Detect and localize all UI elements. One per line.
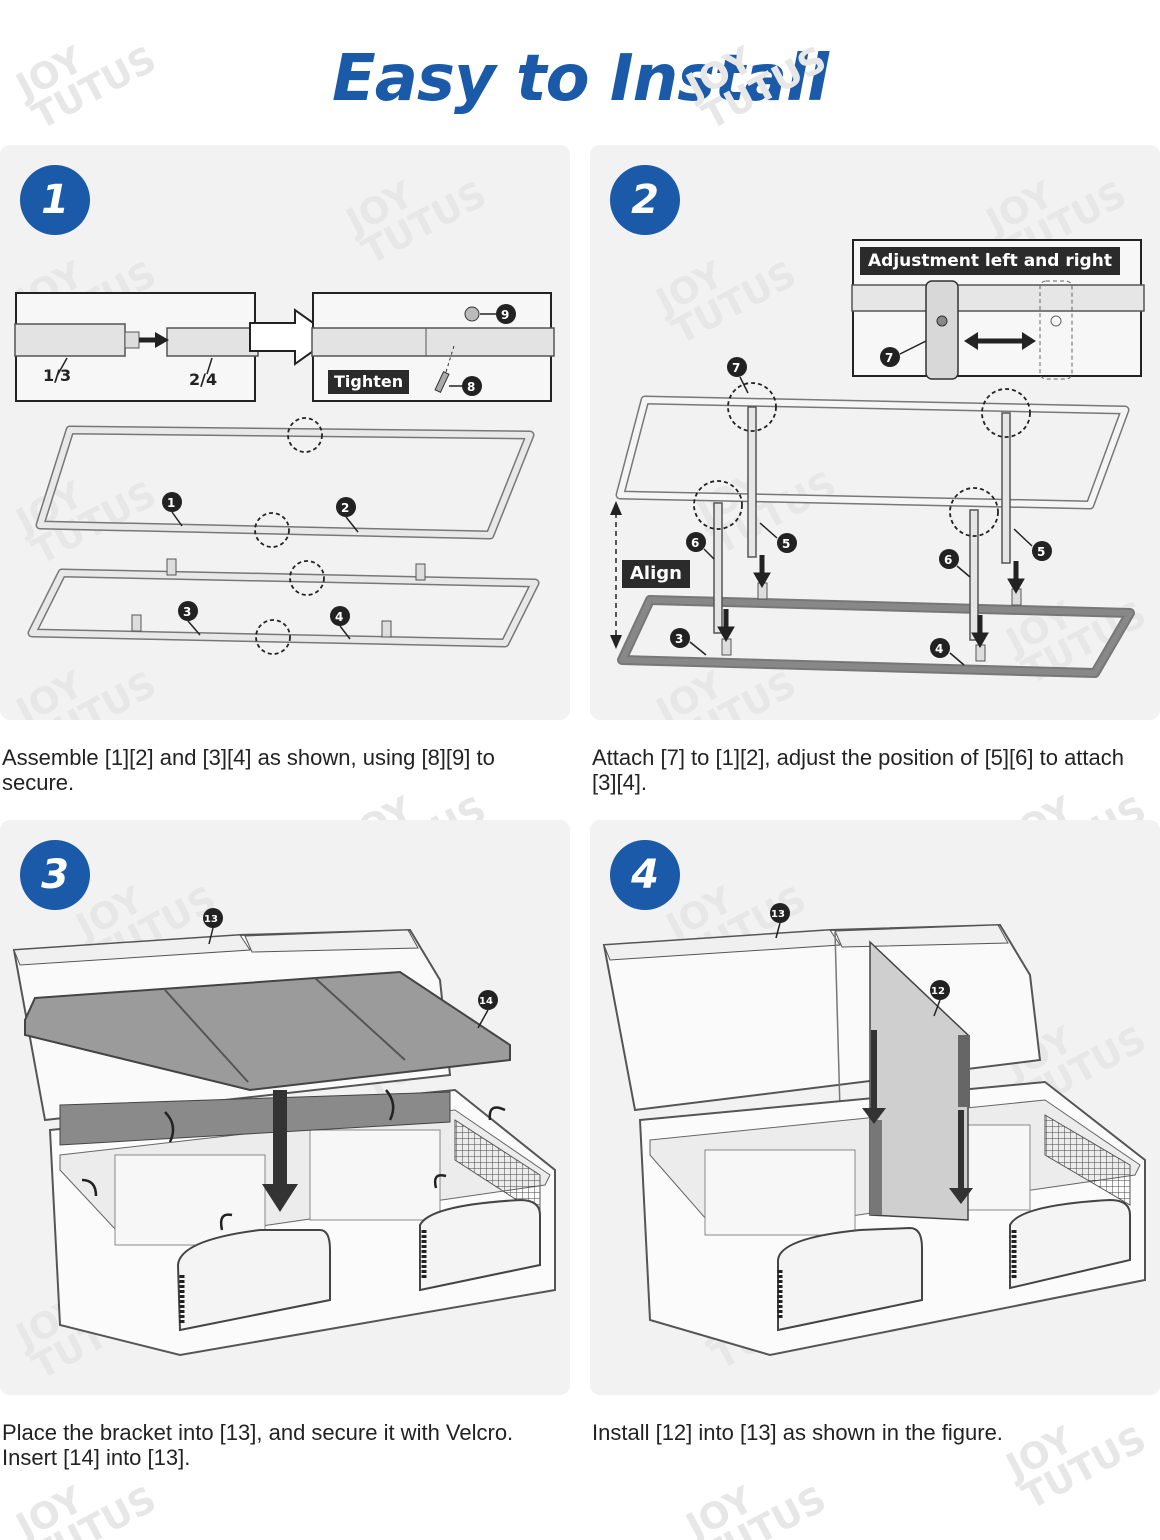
inset-tube-join: 1/3 2/4 (14, 292, 259, 402)
adjustment-label: Adjustment left and right (860, 247, 1120, 275)
tube-join-illustration (14, 323, 259, 377)
svg-text:12: 12 (931, 986, 945, 997)
svg-text:1: 1 (167, 496, 175, 510)
tighten-label: Tighten (328, 370, 410, 394)
step-4-caption: Install [12] into [13] as shown in the f… (592, 1420, 1003, 1445)
svg-text:7: 7 (732, 361, 740, 375)
tighten-illustration: 9 8 (311, 304, 555, 396)
step-number-badge: 4 (610, 840, 680, 910)
box-bracket-illustration: 13 14 (12, 908, 556, 1357)
align-label: Align (622, 560, 690, 588)
svg-text:13: 13 (771, 909, 785, 920)
svg-text:6: 6 (691, 536, 699, 550)
svg-text:7: 7 (885, 351, 893, 365)
svg-text:14: 14 (479, 996, 493, 1007)
page-title: Easy to Install (332, 42, 829, 116)
svg-text:9: 9 (501, 308, 509, 322)
part-label-2-4: 2/4 (189, 370, 218, 389)
svg-text:8: 8 (467, 380, 475, 394)
svg-text:5: 5 (1037, 545, 1045, 559)
inset-tighten: 9 8 Tighten (311, 292, 555, 402)
adjustment-illustration: 7 (851, 280, 1145, 380)
svg-text:6: 6 (944, 553, 952, 567)
svg-text:4: 4 (935, 642, 943, 656)
inset-adjustment: 7 Adjustment left and right (851, 239, 1145, 380)
svg-text:4: 4 (335, 610, 343, 624)
part-label-1-3: 1/3 (43, 366, 72, 385)
step-number-badge: 2 (610, 165, 680, 235)
step-3-caption: Place the bracket into [13], and secure … (2, 1420, 514, 1470)
step-1-caption: Assemble [1][2] and [3][4] as shown, usi… (2, 745, 495, 795)
svg-text:13: 13 (204, 914, 218, 925)
svg-text:3: 3 (183, 605, 191, 619)
step-number-badge: 3 (20, 840, 90, 910)
frame-illustration: 1 2 3 4 (27, 417, 540, 655)
svg-text:5: 5 (782, 537, 790, 551)
svg-text:3: 3 (675, 632, 683, 646)
frame-assembly-illustration: 7 5 5 6 6 3 4 (610, 357, 1135, 678)
step-number-badge: 1 (20, 165, 90, 235)
step-2-caption: Attach [7] to [1][2], adjust the positio… (592, 745, 1124, 795)
svg-text:2: 2 (341, 501, 349, 515)
box-divider-illustration: 13 12 (602, 903, 1146, 1357)
